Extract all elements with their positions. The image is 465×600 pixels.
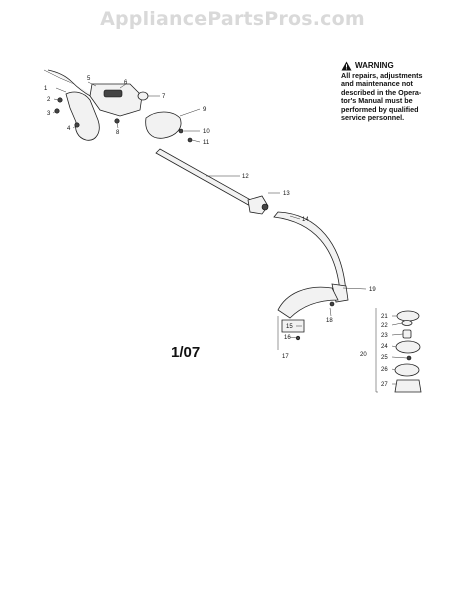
screw-d <box>114 118 120 124</box>
spool-spring <box>406 355 412 361</box>
callout-17: 17 <box>282 354 289 360</box>
callout-10: 10 <box>203 129 210 135</box>
spool-nut <box>402 329 412 339</box>
callout-25: 25 <box>381 355 388 361</box>
upper-shaft <box>155 148 280 215</box>
spool-cap <box>396 310 420 322</box>
screw-f <box>187 137 193 143</box>
callout-19: 19 <box>369 287 376 293</box>
callout-2: 2 <box>47 97 51 103</box>
callout-8: 8 <box>116 130 120 136</box>
callout-16: 16 <box>284 335 291 341</box>
callout-13: 13 <box>283 191 290 197</box>
warning-line: service personnel. <box>341 113 405 123</box>
warning-line: described in the Opera- <box>341 87 422 97</box>
warning-line: tor's Manual must be <box>341 96 413 106</box>
guard-screw <box>329 301 335 307</box>
screw-a <box>57 97 63 103</box>
grass-guard <box>277 286 339 319</box>
callout-5: 5 <box>87 76 91 82</box>
warning-title: WARNING <box>355 60 394 70</box>
callout-6: 6 <box>124 80 128 86</box>
callout-3: 3 <box>47 111 51 117</box>
screw-e <box>178 128 184 134</box>
watermark: AppliancePartsPros.com <box>100 8 365 30</box>
shaft-tube <box>155 148 257 208</box>
callout-11: 11 <box>203 140 210 146</box>
switch-knob <box>137 91 149 101</box>
revision-date: 1/07 <box>171 344 201 361</box>
callout-1: 1 <box>44 86 48 92</box>
warning-box: WARNING All repairs, adjustments and mai… <box>341 61 461 122</box>
warning-line: and maintenance not <box>341 79 413 89</box>
lower-shaft <box>273 211 367 350</box>
callout-21: 21 <box>381 314 388 320</box>
callout-4: 4 <box>67 126 71 132</box>
callout-15: 15 <box>286 324 293 330</box>
callout-20: 20 <box>360 352 367 358</box>
spool-hub <box>395 340 421 354</box>
curved-shaft <box>273 211 347 293</box>
spool-line <box>394 363 420 377</box>
callout-7: 7 <box>162 94 166 100</box>
handle-assembly <box>43 69 201 143</box>
handle-housing <box>89 83 143 117</box>
warning-line: All repairs, adjustments <box>341 71 423 80</box>
callout-26: 26 <box>381 367 388 373</box>
warning-triangle-icon <box>341 61 352 71</box>
warning-line: performed by qualified <box>341 104 419 114</box>
trigger <box>103 89 123 98</box>
callout-18: 18 <box>326 318 333 324</box>
callout-23: 23 <box>381 333 388 339</box>
handle-left-half <box>65 91 100 141</box>
spool-head-parts <box>375 308 422 393</box>
callout-9: 9 <box>203 107 207 113</box>
callout-12: 12 <box>242 174 249 180</box>
grip-cover <box>145 111 182 139</box>
coupler-knob <box>261 203 269 211</box>
spool-washer <box>401 320 413 326</box>
callout-27: 27 <box>381 382 388 388</box>
callout-14: 14 <box>302 217 309 223</box>
callout-22: 22 <box>381 323 388 329</box>
line-cutter-bracket <box>281 319 305 333</box>
callout-labels: 1 2 3 4 5 6 7 8 9 10 11 12 13 14 15 16 1… <box>44 76 388 388</box>
screw-b <box>54 108 60 114</box>
warning-text: All repairs, adjustments and maintenance… <box>341 71 461 123</box>
callout-24: 24 <box>381 344 388 350</box>
spool-bump-knob <box>394 379 422 393</box>
